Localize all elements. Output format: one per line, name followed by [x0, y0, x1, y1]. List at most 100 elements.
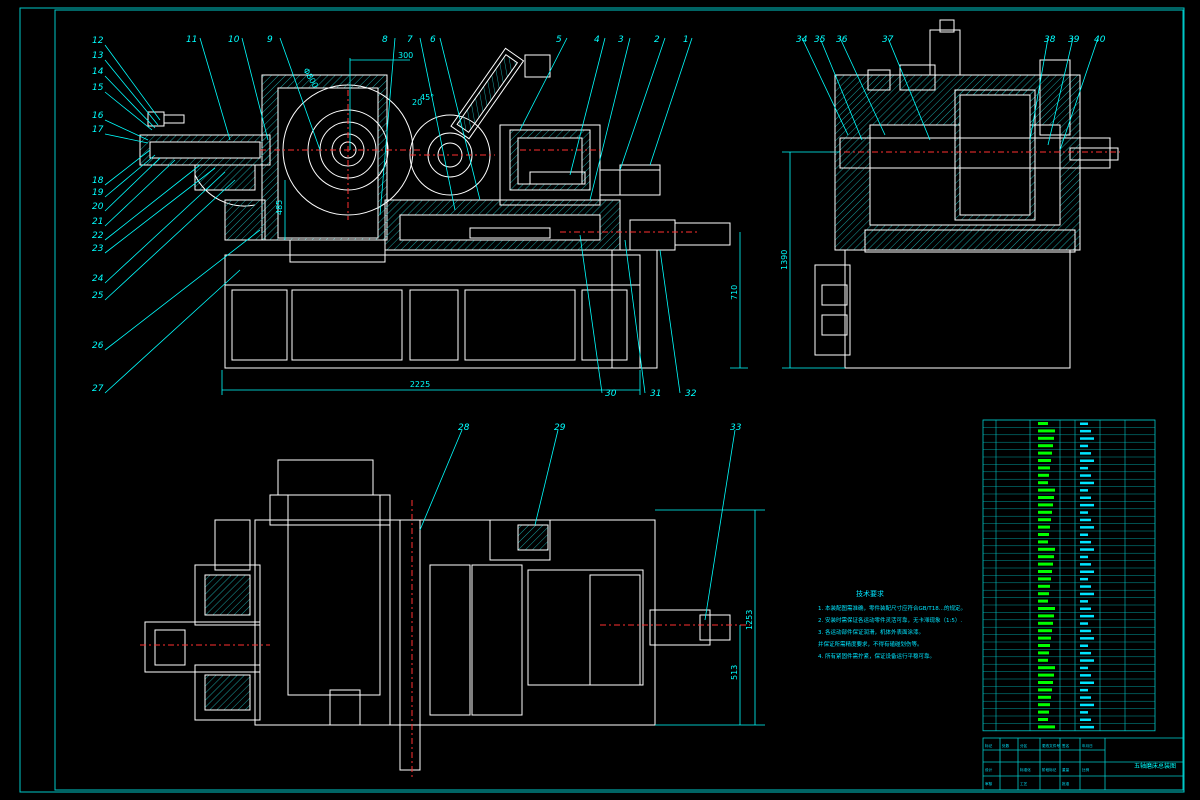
dim-small-a: 20	[412, 98, 422, 107]
bom-material-mark	[1080, 622, 1088, 625]
title-cell-label: 处数	[1002, 743, 1010, 748]
title-cell-label: 工艺	[1020, 781, 1028, 786]
bom-material-mark	[1080, 585, 1091, 588]
bom-material-mark	[1080, 607, 1091, 610]
balloon-label: 23	[92, 244, 104, 254]
dim-plan-width: 1253	[745, 610, 754, 630]
bom-material-mark	[1080, 437, 1094, 440]
notes-title: 技术要求	[856, 589, 884, 598]
bom-material-mark	[1080, 577, 1088, 581]
dim-front-height: 710	[730, 285, 739, 300]
leaders-bottom	[579, 234, 681, 394]
leaders-top	[199, 37, 693, 216]
title-cell-label: 阶段标记	[1042, 767, 1057, 772]
balloon-label: 10	[228, 35, 240, 45]
balloon-label: 15	[92, 83, 104, 93]
bom-name-mark	[1038, 703, 1050, 707]
balloon-label: 31	[650, 389, 661, 399]
balloon-label: 5	[556, 35, 562, 45]
title-cell-label: 审核	[985, 781, 993, 786]
balloon-label: 9	[267, 35, 273, 45]
title-cell-label: 标记	[985, 743, 993, 748]
bom-name-mark	[1038, 496, 1054, 499]
bom-name-mark	[1038, 710, 1049, 714]
balloon-label: 19	[92, 188, 104, 198]
note-line-2: 2. 安装时需保证各运动零件灵活可靠，无卡滞现象（1:5）.	[818, 616, 962, 624]
bom-material-mark	[1080, 533, 1088, 536]
balloon-label: 6	[430, 35, 436, 45]
bom-name-mark	[1038, 725, 1055, 729]
bom-material-mark	[1080, 444, 1088, 448]
note-line-3: 3. 各运动部件保证润滑，机体外表面涂漆。	[818, 628, 924, 636]
front-dimensions	[221, 58, 748, 395]
title-cell-label: 分区	[1020, 743, 1028, 748]
bom-material-mark	[1080, 489, 1088, 492]
bom-name-mark	[1038, 607, 1055, 610]
balloon-label: 8	[382, 35, 388, 45]
balloon-label: 40	[1094, 35, 1106, 45]
balloon-label: 17	[92, 125, 104, 135]
bom-material-mark	[1080, 681, 1094, 684]
dim-top-span: 300	[398, 51, 413, 60]
title-cell-label: 设计	[985, 767, 993, 772]
bom-name-mark	[1038, 636, 1051, 640]
balloon-label: 25	[92, 291, 104, 301]
balloon-label: 34	[796, 35, 808, 45]
bom-name-mark	[1038, 629, 1052, 633]
balloon-label: 3	[618, 35, 624, 45]
bom-material-mark	[1080, 555, 1088, 559]
bom-material-mark	[1080, 429, 1091, 433]
bom-name-mark	[1038, 666, 1055, 670]
plan-dimensions	[655, 509, 765, 726]
balloon-label: 22	[92, 231, 104, 241]
side-view	[814, 19, 1119, 369]
plan-view	[144, 459, 731, 771]
bom-name-mark	[1038, 614, 1054, 618]
bom-material-mark	[1080, 696, 1091, 699]
bom-name-mark	[1038, 644, 1050, 647]
note-line-5: 4. 所有紧固件需拧紧，保证设备运行平稳可靠。	[818, 652, 935, 660]
dim-plan-partial: 513	[730, 665, 739, 680]
dim-front-small: 485	[275, 200, 284, 215]
bom-name-mark	[1038, 503, 1053, 507]
title-cell-label: 重量	[1062, 767, 1070, 772]
bom-material-mark	[1080, 614, 1094, 618]
side-dimensions	[782, 151, 845, 369]
bom-name-mark	[1038, 422, 1048, 425]
bom-material-mark	[1080, 629, 1091, 633]
bom-material-mark	[1080, 511, 1088, 514]
title-cell-label: 比例	[1082, 767, 1090, 772]
bom-name-mark	[1038, 481, 1048, 485]
title-block	[982, 737, 1184, 791]
balloon-label: 33	[730, 423, 742, 433]
bom-material-mark	[1080, 659, 1094, 662]
sheet-outer-frame	[19, 7, 1185, 793]
bom-name-mark	[1038, 525, 1050, 529]
title-cell-label: 批准	[1062, 781, 1070, 786]
bom-name-mark	[1038, 510, 1052, 514]
leaders-left	[104, 44, 261, 394]
bom-name-mark	[1038, 681, 1053, 684]
bom-material-mark	[1080, 711, 1088, 714]
bom-name-mark	[1038, 451, 1052, 455]
note-line-1: 1. 本装配图需准确，零件装配尺寸应符合GB/T18...的规定。	[818, 604, 966, 612]
bom-name-mark	[1038, 651, 1049, 655]
leaders-side	[801, 37, 1099, 151]
bom-material-mark	[1080, 666, 1088, 670]
note-line-4: 并保证所需精度要求，不得有磕碰划伤等。	[818, 640, 923, 648]
balloon-label: 14	[92, 67, 104, 77]
balloon-label: 11	[186, 35, 197, 45]
bom-name-mark	[1038, 436, 1054, 440]
bom-material-mark	[1080, 674, 1091, 677]
bom-material-mark	[1080, 540, 1091, 544]
bom-name-mark	[1038, 555, 1054, 559]
bom-material-mark	[1080, 496, 1091, 499]
dressing-wheel	[409, 114, 491, 196]
bom-name-mark	[1038, 429, 1055, 433]
bom-material-mark	[1080, 644, 1088, 647]
balloon-label: 12	[92, 36, 104, 46]
bill-of-materials	[982, 419, 1156, 732]
